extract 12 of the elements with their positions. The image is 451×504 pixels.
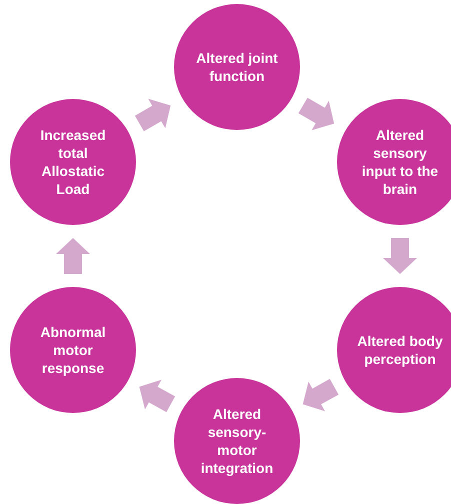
block-arrow bbox=[383, 238, 417, 274]
circle-label: Altered body perception bbox=[356, 332, 444, 368]
block-arrow bbox=[298, 98, 334, 130]
block-arrow bbox=[56, 238, 90, 274]
circle-label: Altered sensory input to the brain bbox=[360, 126, 440, 198]
block-arrow bbox=[134, 98, 171, 132]
circle-label: Altered sensory-motor integration bbox=[200, 404, 274, 478]
block-arrow bbox=[302, 378, 339, 412]
block-arrow bbox=[139, 380, 176, 412]
circle-label: Altered joint function bbox=[195, 48, 279, 86]
circle-label: Abnormal motor response bbox=[39, 322, 107, 378]
circle-label: Increased total Allostatic Load bbox=[39, 126, 107, 198]
